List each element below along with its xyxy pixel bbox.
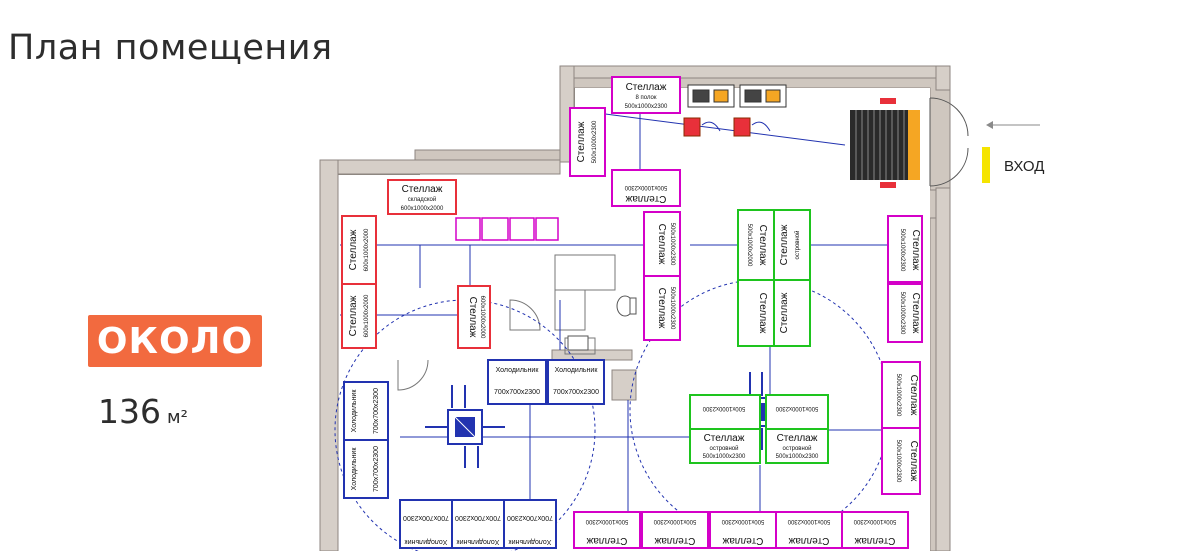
storage-shelf-left: Стеллаж 600х1000х2000 Стеллаж 600х1000х2… <box>341 215 377 349</box>
area-unit: м² <box>167 407 188 428</box>
inner-doors <box>397 254 616 391</box>
shelf-label: Стеллаж <box>854 535 895 546</box>
shelf-dim: 500х1000х2300 <box>625 104 668 110</box>
storage-shelf-top: Стеллаж складской 600х1000х2000 <box>387 179 457 215</box>
entrance-mat <box>850 98 920 188</box>
island-shelf-top: Стеллаж Стеллаж Стеллаж Стеллаж 500х1000… <box>737 209 811 347</box>
fridge-label: Холодильник <box>555 367 599 374</box>
area-number: 136 <box>98 392 161 431</box>
shelf-bottom-row: Стеллаж Стеллаж Стеллаж Стеллаж Стеллаж … <box>573 511 909 549</box>
bathroom-fixtures <box>567 295 637 351</box>
shelf-label: Стеллаж <box>777 433 818 444</box>
shelf-label: Стеллаж <box>625 193 666 204</box>
shelf-dim: 500х1000х2300 <box>853 518 896 524</box>
shelf-label: Стеллаж <box>348 295 359 336</box>
storage-shelf-middle: Стеллаж 600х1000х2000 <box>457 285 491 349</box>
shelf-dim: 500х1000х2300 <box>787 518 830 524</box>
shelf-dim: 500х1000х2300 <box>702 405 745 411</box>
fridges-bottom: 700х700х2300 700х700х2300 700х700х2300 Х… <box>399 499 557 549</box>
shelf-center-column: Стеллаж 500х1000х2300 Стеллаж 500х1000х2… <box>643 211 681 341</box>
brand-logo-text: ОКОЛО <box>96 320 254 362</box>
shelf-dim: 600х1000х2000 <box>364 228 370 271</box>
shelf-sub: 8 полок <box>636 95 657 101</box>
shelf-label: Стеллаж <box>704 433 745 444</box>
shelf-dim: 500х1000х2300 <box>585 518 628 524</box>
fridge-dim: 700х700х2300 <box>373 446 380 492</box>
shelf-dim: 500х1000х2300 <box>899 292 905 335</box>
shelf-sub: островной <box>794 231 801 260</box>
shelf-dim: 600х1000х2000 <box>401 206 444 212</box>
shelf-label: Стеллаж <box>908 375 919 416</box>
shelf-right-wall: Стеллаж 500х1000х2300 Стеллаж 500х1000х2… <box>881 215 923 495</box>
fridge-label: Холодильник <box>351 447 358 491</box>
shelf-label: Стеллаж <box>576 121 587 162</box>
shelf-label: Стеллаж <box>779 292 790 333</box>
wall-hatch <box>319 65 951 551</box>
shelf-sub: островной <box>710 445 739 452</box>
entrance-label: ВХОД <box>1004 158 1044 175</box>
shelf-dim: 500х1000х2300 <box>895 374 901 417</box>
shelf-top-center: Стеллаж 8 полок 500х1000х2300 <box>611 76 681 114</box>
fridges-middle: Холодильник 700х700х2300 Холодильник 700… <box>487 359 605 405</box>
shelf-label: Стеллаж <box>910 293 921 334</box>
fridge-label: Холодильник <box>404 538 448 545</box>
fridge-label: Холодильник <box>496 367 540 374</box>
shelf-label: Стеллаж <box>910 230 921 271</box>
fridge-dim: 700х700х2300 <box>403 514 449 521</box>
shelf-dim: 500х1000х2000 <box>746 224 752 267</box>
page-title: План помещения <box>8 28 333 68</box>
shelf-label: Стеллаж <box>654 535 695 546</box>
shelf-label: Стеллаж <box>402 184 443 195</box>
shelf-dim: 500х1000х2300 <box>899 229 905 272</box>
shelf-sub: островной <box>783 445 812 452</box>
shelf-dim: 500х1000х2300 <box>592 120 598 163</box>
brand-logo: ОКОЛО <box>88 315 262 367</box>
entrance-arrow <box>986 121 1040 129</box>
shelf-label: Стеллаж <box>788 535 829 546</box>
fridge-dim: 700х700х2300 <box>507 514 553 521</box>
shelf-label: Стеллаж <box>656 224 667 265</box>
shelf-top-mid: 500х1000х2300 Стеллаж <box>611 169 681 207</box>
shelf-top-left-vertical: Стеллаж 500х1000х2300 <box>569 107 606 177</box>
dimension-lines <box>340 111 890 515</box>
shelf-dim: 600х1000х2000 <box>479 296 485 339</box>
fridge-dim: 700х700х2300 <box>455 514 501 521</box>
shelf-sub: складской <box>408 196 436 203</box>
entrance-door <box>929 97 969 187</box>
shelf-label: Стеллаж <box>779 224 790 265</box>
area-value: 136 м² <box>98 392 188 431</box>
shelf-dim: 500х1000х2300 <box>624 184 667 190</box>
checkout-counters <box>683 84 787 137</box>
fridge-dim: 700х700х2300 <box>494 389 540 396</box>
shelf-dim: 500х1000х2300 <box>653 518 696 524</box>
fridge-label: Холодильник <box>508 538 552 545</box>
shelf-label: Стеллаж <box>348 229 359 270</box>
fridge-dim: 700х700х2300 <box>373 388 380 434</box>
shelf-dim: 500х1000х2300 <box>776 454 819 460</box>
shelf-dim: 500х1000х2300 <box>895 440 901 483</box>
shelf-label: Стеллаж <box>757 293 768 334</box>
shelf-dim: 600х1000х2000 <box>364 294 370 337</box>
shelf-label: Стеллаж <box>586 535 627 546</box>
fridge-dim: 700х700х2300 <box>553 389 599 396</box>
island-shelf-bottom: 500х1000х2300 500х1000х2300 Стеллаж остр… <box>689 394 829 464</box>
shelf-dim: 500х1000х2300 <box>721 518 764 524</box>
shelf-dim: 500х1000х2300 <box>775 405 818 411</box>
ceiling-fan-left <box>425 385 505 468</box>
shelf-label: Стеллаж <box>722 535 763 546</box>
entrance-marker <box>982 147 990 183</box>
shelf-dim: 500х1000х2300 <box>669 223 675 266</box>
fridge-label: Холодильник <box>351 389 358 433</box>
shelf-label: Стеллаж <box>908 441 919 482</box>
shelf-label: Стеллаж <box>757 225 768 266</box>
shelf-label: Стеллаж <box>656 288 667 329</box>
shelf-label: Стеллаж <box>467 297 478 338</box>
fridges-left: Холодильник 700х700х2300 Холодильник 700… <box>343 381 389 499</box>
small-shelves-top <box>455 217 559 241</box>
shelf-dim: 500х1000х2300 <box>669 287 675 330</box>
fridge-label: Холодильник <box>456 538 500 545</box>
shelf-label: Стеллаж <box>626 82 667 93</box>
shelf-dim: 500х1000х2300 <box>703 454 746 460</box>
